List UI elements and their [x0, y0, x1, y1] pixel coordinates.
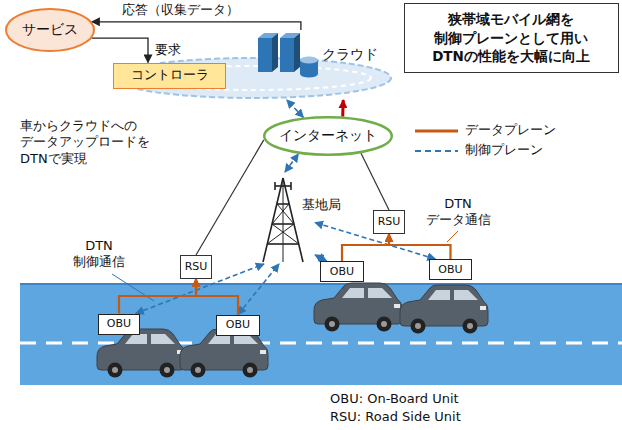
connector — [196, 140, 264, 255]
leader-line — [447, 231, 458, 242]
node-text: 基地局 — [301, 197, 342, 213]
node-text: OBU — [226, 318, 250, 332]
connector — [342, 234, 389, 261]
connector — [287, 100, 304, 117]
rsu-box: RSU — [373, 210, 405, 234]
connector — [92, 22, 301, 30]
controller-box: コントローラ — [113, 63, 226, 89]
base-station: 基地局 — [255, 172, 315, 264]
edge-label: 要求 — [153, 42, 183, 58]
callout-label: DTN 制御通信 — [68, 238, 130, 271]
obu-box: OBU — [429, 259, 472, 280]
node-text: OBU — [330, 265, 354, 279]
car — [180, 329, 268, 378]
connector — [285, 154, 298, 172]
road-edge — [20, 283, 622, 285]
node-text: 狭帯域モバイル網を 制御プレーンとして用い DTNの性能を大幅に向上 — [413, 10, 609, 67]
connector — [341, 100, 345, 117]
connector — [238, 264, 279, 315]
tower-illustration — [263, 178, 303, 262]
summary-box: 狭帯域モバイル網を 制御プレーンとして用い DTNの性能を大幅に向上 — [404, 3, 619, 73]
connector — [196, 279, 238, 315]
ellipse-shape — [6, 9, 94, 51]
connector — [119, 279, 196, 314]
note-text: 車からクラウドへの データアップロードを DTNで実現 — [20, 118, 170, 167]
ellipse-shape — [264, 117, 392, 155]
legend-text: 制御プレーン — [465, 142, 543, 158]
rsu-box: RSU — [180, 255, 212, 279]
legend-text: データプレーン — [465, 122, 556, 138]
callout-label: DTN データ通信 — [420, 196, 496, 229]
node-text: RSU — [185, 260, 208, 274]
node-text: OBU — [107, 317, 131, 331]
cloud-node: クラウド — [112, 30, 394, 100]
service-ellipse: サービス — [5, 8, 95, 52]
obu-box: OBU — [216, 315, 260, 336]
connector — [389, 234, 451, 259]
node-text: RSU — [378, 215, 401, 229]
internet-ellipse: インターネット — [263, 116, 393, 156]
car — [314, 283, 402, 332]
car — [97, 329, 185, 378]
car — [400, 285, 488, 334]
node-text: インターネット — [279, 127, 377, 145]
node-text: サービス — [22, 21, 78, 39]
lane-line — [20, 342, 622, 345]
abbrev-note: RSU: Road Side Unit — [330, 409, 461, 425]
obu-box: OBU — [320, 261, 364, 282]
road — [20, 283, 622, 385]
obu-box: OBU — [98, 314, 140, 335]
node-text: OBU — [438, 263, 462, 277]
connector — [92, 38, 148, 62]
legend-sample-control — [415, 150, 458, 152]
edge-label: 応答（収集データ） — [120, 2, 241, 18]
node-text: コントローラ — [131, 67, 209, 83]
legend-sample-data — [415, 130, 458, 133]
abbrev-note: OBU: On-Board Unit — [330, 391, 459, 407]
node-text: クラウド — [322, 46, 378, 64]
connector — [361, 153, 389, 210]
